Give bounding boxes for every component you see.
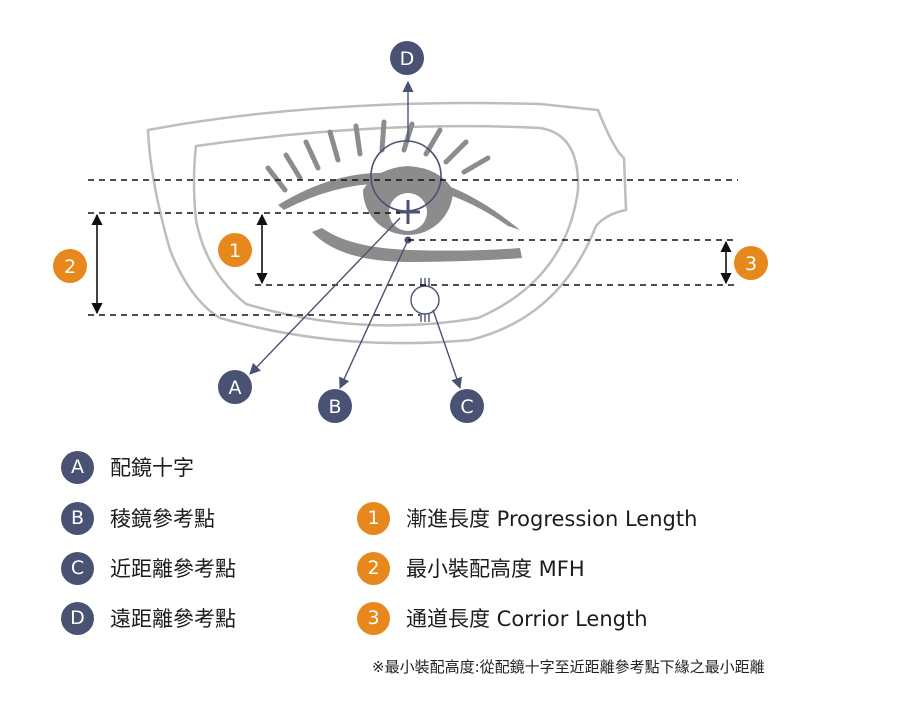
legend-point-d: D 遠距離參考點 — [61, 600, 236, 636]
badge-2-text: 2 — [64, 256, 76, 278]
badge-b: B — [318, 389, 352, 423]
badge-c-text: C — [460, 396, 473, 418]
legend-badge-b: B — [61, 501, 94, 535]
eye-illustration — [265, 119, 522, 262]
legend-label-d: 遠距離參考點 — [110, 607, 236, 631]
badge-c: C — [450, 389, 484, 423]
badge-a: A — [218, 370, 252, 404]
upper-eyelid — [278, 172, 520, 230]
legend-label-b: 稜鏡參考點 — [110, 507, 215, 531]
legend-badge-1: 1 — [357, 501, 390, 535]
legend-badge-3: 3 — [357, 601, 390, 635]
pointer-arrows — [249, 80, 462, 390]
legend-label-2: 最小裝配高度 MFH — [406, 557, 585, 581]
legend-point-a: A 配鏡十字 — [61, 449, 194, 485]
legend-badge-d: D — [61, 601, 94, 635]
distance-reference-circle — [370, 140, 442, 212]
badge-3-text: 3 — [745, 253, 757, 275]
badge-b-text: B — [328, 396, 341, 418]
badge-a-text: A — [229, 377, 242, 399]
legend-label-3: 通道長度 Corrior Length — [406, 607, 648, 631]
legend-label-1: 漸進長度 Progression Length — [406, 507, 698, 531]
badge-d: D — [390, 41, 424, 75]
fitting-cross — [396, 200, 420, 224]
badge-3: 3 — [734, 246, 768, 280]
glasses-frame — [146, 101, 628, 345]
legend-badge-c: C — [61, 551, 94, 585]
legend-label-a: 配鏡十字 — [110, 456, 194, 480]
footnote: ※最小裝配高度:從配鏡十字至近距離參考點下緣之最小距離 — [372, 658, 765, 676]
legend-measure-2: 2 最小裝配高度 MFH — [357, 550, 585, 586]
legend-badge-a: A — [61, 450, 94, 484]
legend-measure-3: 3 通道長度 Corrior Length — [357, 600, 648, 636]
badge-2: 2 — [53, 249, 87, 283]
badge-1-text: 1 — [229, 240, 241, 262]
lower-eyelid — [312, 228, 522, 262]
legend-point-c: C 近距離參考點 — [61, 550, 236, 586]
legend-measure-1: 1 漸進長度 Progression Length — [357, 500, 697, 536]
badge-1: 1 — [218, 233, 252, 267]
legend-point-b: B 稜鏡參考點 — [61, 500, 215, 536]
legend-label-c: 近距離參考點 — [110, 557, 236, 581]
measurement-arrows — [91, 213, 732, 315]
legend-badge-2: 2 — [357, 551, 390, 585]
badge-d-text: D — [400, 48, 415, 70]
